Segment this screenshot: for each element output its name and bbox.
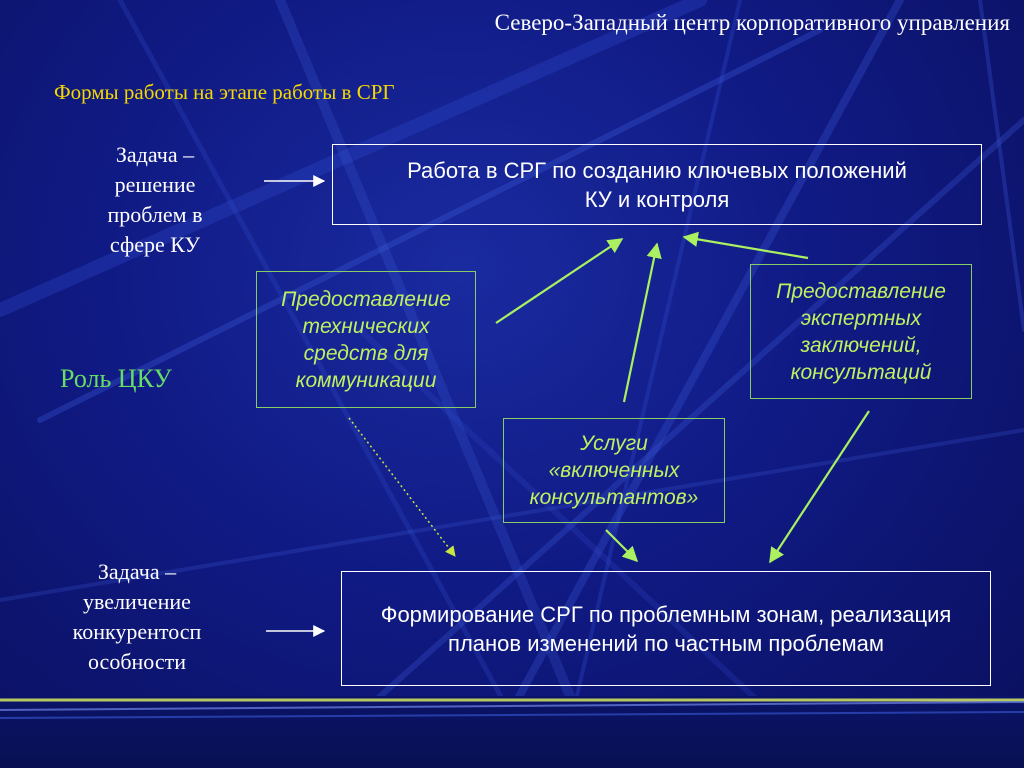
role-text: Роль ЦКУ [60, 364, 172, 393]
arrow-expert-to-bottom [769, 410, 870, 564]
top-main-box: Работа в СРГ по созданию ключевых положе… [332, 144, 982, 225]
arrow-tech-to-bottom-dotted [348, 417, 456, 557]
top-main-box-text: Работа в СРГ по созданию ключевых положе… [407, 157, 907, 212]
arrow-tech-to-top [495, 238, 624, 324]
task-top-text: Задача – решение проблем в сфере КУ [107, 142, 203, 257]
slide-subtitle: Формы работы на этапе работы в СРГ [54, 80, 395, 104]
bottom-main-box-text: Формирование СРГ по проблемным зонам, ре… [380, 601, 952, 656]
consultants-box: Услуги «включенных консультантов» [503, 418, 725, 523]
header-title: Северо-Западный центр корпоративного упр… [494, 10, 1010, 35]
consultants-box-text: Услуги «включенных консультантов» [529, 432, 699, 509]
bottom-main-box: Формирование СРГ по проблемным зонам, ре… [341, 571, 991, 686]
arrow-expert-to-top [682, 231, 809, 260]
arrow-consultants-to-top [622, 242, 662, 403]
expert-opinions-box: Предоставление экспертных заключений, ко… [750, 264, 972, 399]
tech-means-box: Предоставление технических средств для к… [256, 271, 476, 408]
arrow-consultants-to-bottom [605, 529, 639, 563]
expert-opinions-box-text: Предоставление экспертных заключений, ко… [776, 279, 946, 384]
task-bottom-text: Задача – увеличение конкурентосп особнос… [72, 559, 202, 674]
tech-means-box-text: Предоставление технических средств для к… [281, 287, 451, 392]
